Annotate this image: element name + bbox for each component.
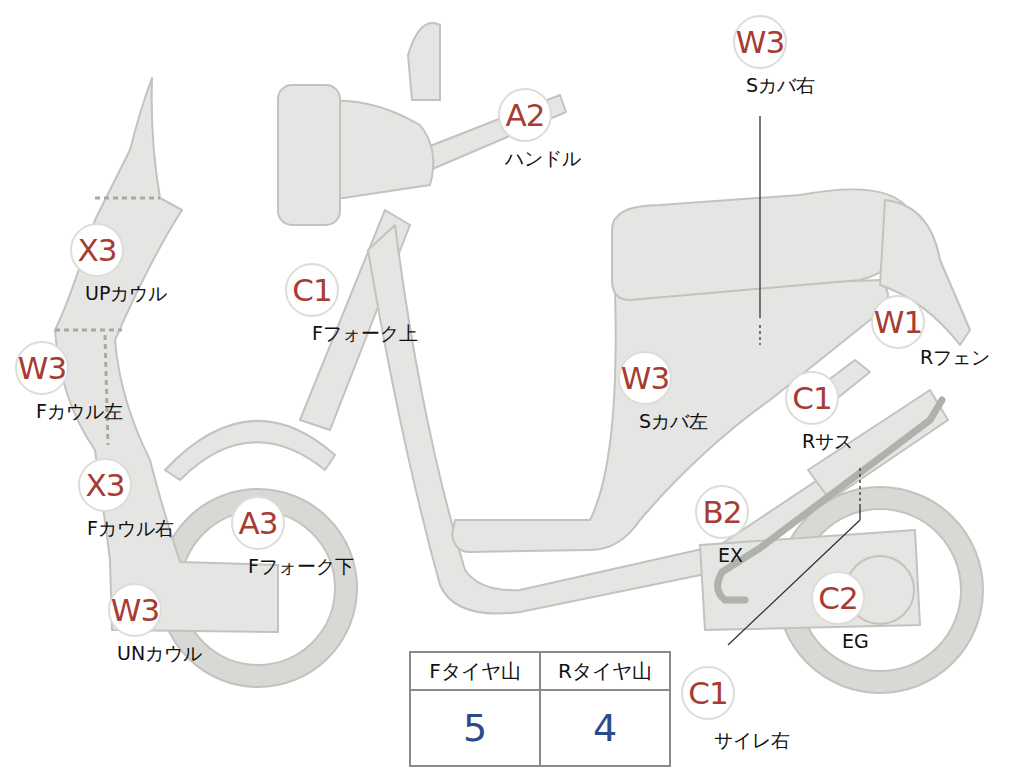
part-name: EG — [842, 630, 869, 653]
callout-circle: X3Fカウル右 — [78, 458, 132, 512]
part-name: Sカバ右 — [746, 74, 815, 97]
damage-code: W3 — [735, 17, 785, 67]
table-value: 4 — [540, 690, 670, 766]
part-name: Fカウル左 — [36, 400, 123, 423]
part-name: Rサス — [802, 430, 853, 453]
callout-circle: W3Sカバ右 — [733, 15, 787, 69]
table-value: 5 — [410, 690, 540, 766]
callout-circle: W1Rフェン — [871, 295, 925, 349]
part-name: Sカバ左 — [639, 410, 708, 433]
table-header: Rタイヤ山 — [540, 652, 670, 690]
part-name: サイレ右 — [714, 729, 790, 752]
damage-code: C2 — [813, 573, 863, 623]
part-name: Fフォーク上 — [312, 322, 418, 345]
table-header: Fタイヤ山 — [410, 652, 540, 690]
callout-circle: X3UPカウル — [70, 223, 124, 277]
part-name: ハンドル — [505, 147, 581, 170]
damage-code: A3 — [233, 498, 283, 548]
damage-code: C1 — [683, 668, 733, 718]
callout-circle: C1Rサス — [785, 371, 839, 425]
damage-code: A2 — [500, 90, 550, 140]
callout-circle: W3UNカウル — [108, 583, 162, 637]
part-name: Fカウル右 — [87, 517, 174, 540]
damage-code: C1 — [287, 265, 337, 315]
callout-circle: B2EX — [695, 485, 749, 539]
callout-circle: C1サイレ右 — [681, 666, 735, 720]
callout-circle: C2EG — [811, 571, 865, 625]
callout-circle: W3Sカバ左 — [618, 351, 672, 405]
damage-code: W3 — [110, 585, 160, 635]
part-name: UPカウル — [85, 282, 167, 305]
part-name: Rフェン — [920, 346, 990, 369]
callout-circle: A3Fフォーク下 — [231, 496, 285, 550]
callout-circle: A2ハンドル — [498, 88, 552, 142]
damage-code: B2 — [697, 487, 747, 537]
damage-code: X3 — [80, 460, 130, 510]
damage-code: W3 — [17, 343, 67, 393]
part-name: EX — [718, 544, 743, 567]
damage-code: C1 — [787, 373, 837, 423]
part-name: UNカウル — [117, 642, 202, 665]
damage-code: W1 — [873, 297, 923, 347]
part-name: Fフォーク下 — [248, 555, 354, 578]
damage-code: W3 — [620, 353, 670, 403]
callout-circle: W3Fカウル左 — [15, 341, 69, 395]
callout-circle: C1Fフォーク上 — [285, 263, 339, 317]
damage-code: X3 — [72, 225, 122, 275]
